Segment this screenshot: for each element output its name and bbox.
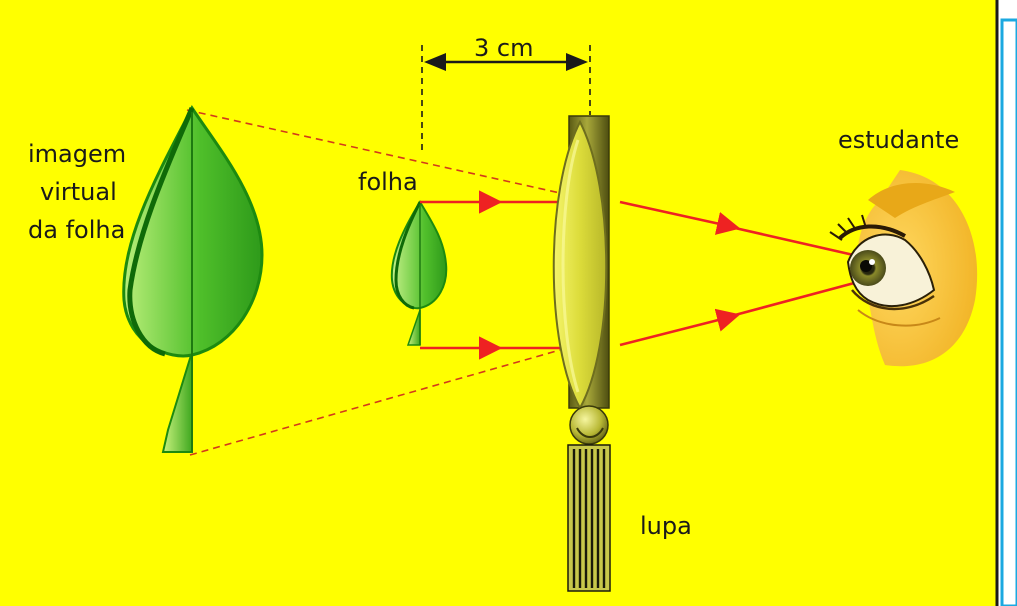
handle-knob xyxy=(569,405,609,445)
object-label: folha xyxy=(358,168,418,196)
ray-bottom-refracted xyxy=(734,280,859,317)
dashed-line-top xyxy=(186,109,561,194)
virtual-image-label-line1: imagem xyxy=(28,140,127,168)
virtual-image-label-line2: virtual xyxy=(40,178,117,206)
eyelashes xyxy=(829,214,867,241)
eye-crease xyxy=(857,309,941,327)
light-rays xyxy=(420,190,859,360)
eyelid-lower xyxy=(851,289,935,311)
construction-lines xyxy=(186,109,561,456)
eyelash-upper xyxy=(838,224,906,240)
ray-top-refracted-arrow xyxy=(619,200,741,235)
lens-highlight xyxy=(561,139,580,393)
observer-brow xyxy=(868,182,955,218)
virtual-image-label-line3: da folha xyxy=(28,216,126,244)
handle-grip-stripes xyxy=(572,449,606,588)
magnifying-glass xyxy=(552,115,611,592)
virtual-leaf-edge xyxy=(127,107,195,357)
eye-glint xyxy=(869,259,875,265)
dimension-arrow-left xyxy=(424,53,446,71)
eye-pupil xyxy=(860,260,872,272)
frame-border xyxy=(1000,18,1017,606)
object-leaf-edge xyxy=(394,201,422,310)
distance-dimension xyxy=(421,45,591,150)
dimension-arrow-right xyxy=(566,53,588,71)
ray-bottom-refracted-arrow xyxy=(619,308,741,347)
distance-label: 3 cm xyxy=(474,34,534,62)
virtual-image-leaf xyxy=(122,105,264,453)
object-leaf xyxy=(390,200,448,346)
magnifier-label: lupa xyxy=(640,512,692,540)
observer-eye xyxy=(829,170,978,367)
observer-label: estudante xyxy=(838,126,960,154)
dashed-line-bottom xyxy=(189,349,561,456)
handle-knob-shadow xyxy=(576,427,604,438)
ray-top-refracted xyxy=(734,226,859,258)
